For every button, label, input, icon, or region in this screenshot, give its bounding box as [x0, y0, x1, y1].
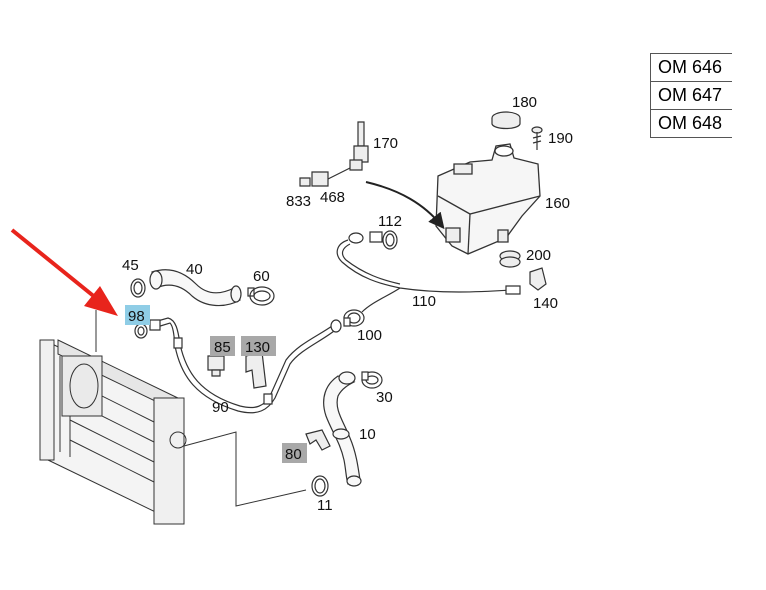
fitting-833: [300, 178, 310, 186]
cap-180: [492, 112, 520, 129]
engine-code: OM 646: [650, 53, 732, 82]
seal-112: [383, 231, 397, 249]
label-468: 468: [320, 189, 345, 206]
expansion-tank-160: [436, 144, 540, 254]
clamp-60: [248, 287, 274, 305]
label-30: 30: [376, 389, 393, 406]
leader-lines: [184, 432, 306, 506]
label-190: 190: [548, 130, 573, 147]
label-80: 80: [285, 446, 302, 463]
label-60: 60: [253, 268, 270, 285]
label-833: 833: [286, 193, 311, 210]
label-98: 98: [128, 308, 145, 325]
sensor-85: [208, 356, 224, 376]
highlight-85: [210, 336, 235, 356]
mount-200: [500, 251, 520, 267]
label-85: 85: [214, 339, 231, 356]
hose-40: [150, 270, 241, 306]
engine-code: OM 648: [650, 109, 732, 138]
highlight-130: [241, 336, 276, 356]
label-110: 110: [412, 293, 436, 310]
clamp-100: [344, 310, 364, 326]
bracket-130: [246, 352, 266, 388]
label-160: 160: [545, 195, 570, 212]
seal-11: [312, 476, 328, 496]
seal-98: [135, 324, 147, 338]
hose-110: [337, 232, 520, 312]
label-170: 170: [373, 135, 398, 152]
clip-140: [530, 268, 546, 290]
label-180: 180: [512, 94, 537, 111]
seal-ring-45: [131, 279, 145, 297]
red-pointer-arrow: [10, 228, 118, 316]
highlight-98: [125, 305, 150, 325]
engine-row: OM 647: [650, 81, 732, 110]
sensor-170: [350, 122, 368, 170]
engine-row: OM 648: [650, 109, 732, 138]
highlight-80: [282, 443, 307, 463]
label-200: 200: [526, 247, 551, 264]
label-11: 11: [317, 497, 333, 514]
label-45: 45: [122, 257, 139, 274]
label-40: 40: [186, 261, 203, 278]
pipe-90: [150, 318, 341, 413]
label-90: 90: [212, 399, 229, 416]
engine-row: OM 646: [650, 53, 732, 82]
bracket-80: [306, 430, 330, 450]
label-10: 10: [359, 426, 376, 443]
label-100: 100: [357, 327, 382, 344]
assembly-arrow: [365, 181, 445, 230]
engine-code: OM 647: [650, 81, 732, 110]
label-140: 140: [533, 295, 558, 312]
hose-10: [324, 372, 361, 486]
label-130: 130: [245, 339, 270, 356]
screw-190: [532, 127, 542, 150]
connector-468: [312, 168, 350, 186]
clamp-30: [362, 372, 382, 388]
label-112: 112: [378, 213, 402, 230]
radiator: [40, 310, 186, 524]
engine-list: OM 646 OM 647 OM 648: [650, 53, 732, 138]
